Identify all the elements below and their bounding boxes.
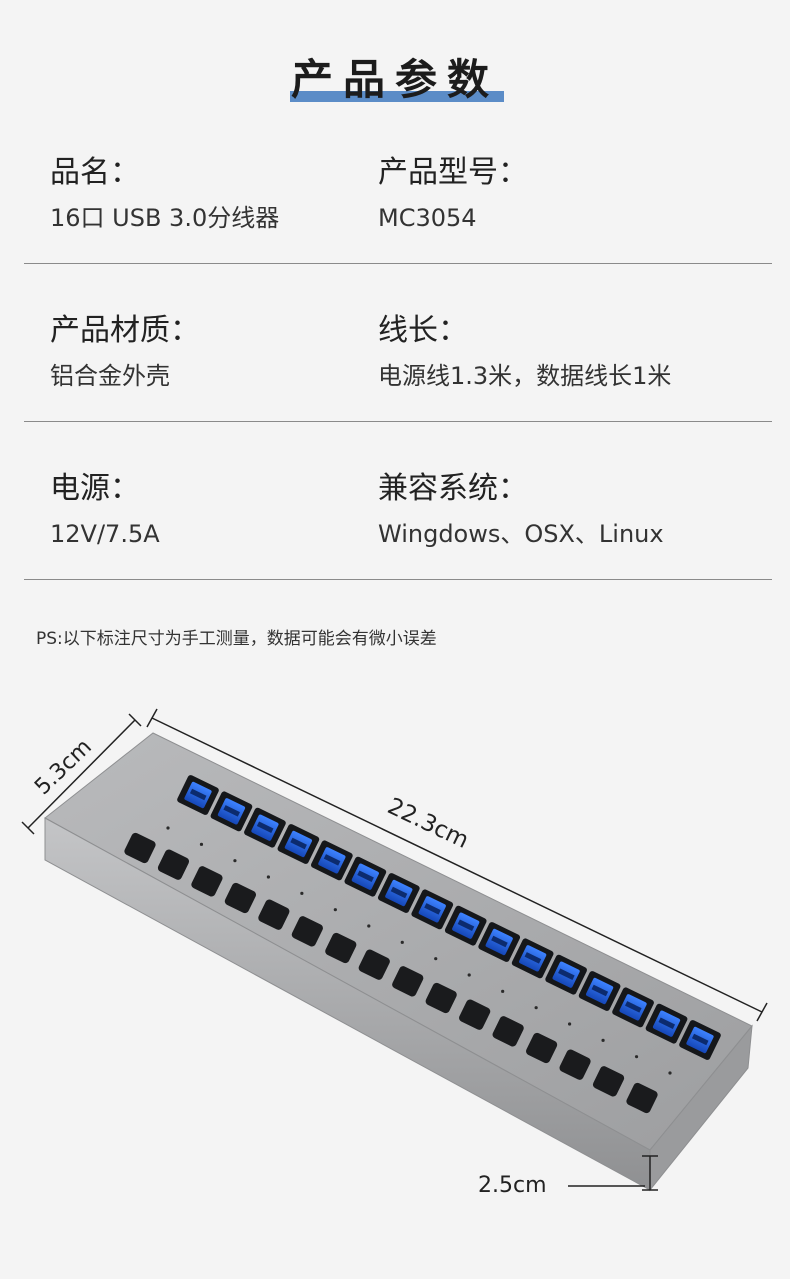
spec-value: 16口 USB 3.0分线器: [50, 204, 280, 232]
power-button: [592, 1066, 625, 1097]
indicator-dot: [166, 826, 170, 830]
usb-port: [578, 971, 621, 1011]
spec-value: 12V/7.5A: [50, 520, 160, 548]
indicator-dot: [501, 989, 505, 993]
indicator-dot: [467, 973, 471, 977]
power-button: [526, 1032, 558, 1064]
power-button: [559, 1049, 591, 1080]
spec-label: 线长：: [378, 313, 468, 348]
page-title: 产品参数: [290, 55, 499, 104]
indicator-dot: [568, 1022, 572, 1026]
spec-cell-model: 产品型号： MC3054: [378, 143, 528, 235]
spec-row-3: 电源： 12V/7.5A 兼容系统： Wingdows、OSX、Linux: [24, 459, 772, 580]
power-button: [492, 1016, 524, 1047]
indicator-dot: [668, 1071, 672, 1075]
power-button: [425, 982, 457, 1014]
power-button: [157, 849, 190, 880]
power-button: [626, 1082, 658, 1114]
spec-value: 电源线1.3米，数据线长1米: [378, 362, 672, 390]
spec-cell-power: 电源： 12V/7.5A: [50, 459, 160, 551]
indicator-dot: [266, 875, 270, 879]
power-button: [392, 966, 424, 997]
power-button: [191, 866, 223, 897]
usb-port: [277, 824, 320, 864]
usb-port: [344, 856, 387, 897]
spec-value: MC3054: [378, 204, 477, 232]
spec-cell-os: 兼容系统： Wingdows、OSX、Linux: [378, 459, 664, 551]
length-label: 22.3cm: [383, 793, 472, 854]
indicator-dot: [400, 940, 404, 944]
spec-label: 品名：: [50, 155, 140, 190]
power-button: [224, 882, 256, 914]
spec-cell-material: 产品材质： 铝合金外壳: [50, 301, 200, 393]
usb-port: [545, 954, 587, 995]
indicator-dot: [434, 957, 438, 961]
indicator-dot: [333, 908, 337, 912]
spec-value: 铝合金外壳: [50, 362, 170, 390]
spec-row-2: 产品材质： 铝合金外壳 线长： 电源线1.3米，数据线长1米: [24, 301, 772, 422]
usb-port: [511, 938, 554, 979]
height-dimension: 2.5cm: [478, 1155, 658, 1198]
usb-port: [244, 807, 286, 848]
spec-value: Wingdows、OSX、Linux: [378, 520, 664, 548]
spec-label: 产品材质：: [50, 313, 200, 348]
power-button: [291, 916, 323, 947]
usb-port: [177, 775, 219, 815]
product-drawing: 5.3cm 22.3cm 2.5cm: [0, 690, 790, 1230]
title-section: 产品参数: [0, 52, 790, 112]
spec-cell-name: 品名： 16口 USB 3.0分线器: [50, 143, 279, 235]
usb-port: [478, 922, 521, 962]
usb-port: [444, 905, 487, 946]
spec-label: 兼容系统：: [378, 471, 528, 506]
usb-port: [645, 1003, 688, 1044]
indicator-dot: [601, 1038, 605, 1042]
indicator-dot: [300, 891, 304, 895]
measurement-note: PS:以下标注尺寸为手工测量，数据可能会有微小误差: [36, 629, 437, 649]
usb-port: [210, 791, 253, 832]
power-button: [124, 832, 156, 864]
spec-row-1: 品名： 16口 USB 3.0分线器 产品型号： MC3054: [24, 143, 772, 264]
usb-port: [612, 987, 654, 1028]
indicator-dot: [534, 1006, 538, 1010]
spec-label: 产品型号：: [378, 155, 528, 190]
indicator-dot: [233, 859, 237, 863]
usb-port: [679, 1020, 721, 1060]
spec-cell-cable: 线长： 电源线1.3米，数据线长1米: [378, 301, 671, 393]
height-label: 2.5cm: [478, 1173, 547, 1198]
usb-port: [311, 840, 353, 881]
indicator-dot: [367, 924, 371, 928]
usb-port: [411, 889, 454, 930]
usb-port: [377, 873, 420, 913]
indicator-dot: [634, 1055, 639, 1059]
power-button: [325, 932, 357, 964]
indicator-dot: [199, 842, 204, 846]
power-button: [358, 949, 390, 980]
spec-label: 电源：: [50, 471, 140, 506]
power-buttons: [124, 832, 658, 1114]
power-button: [258, 899, 290, 930]
power-button: [459, 999, 491, 1030]
title-underline: [290, 91, 504, 102]
usb-ports: [166, 775, 721, 1075]
